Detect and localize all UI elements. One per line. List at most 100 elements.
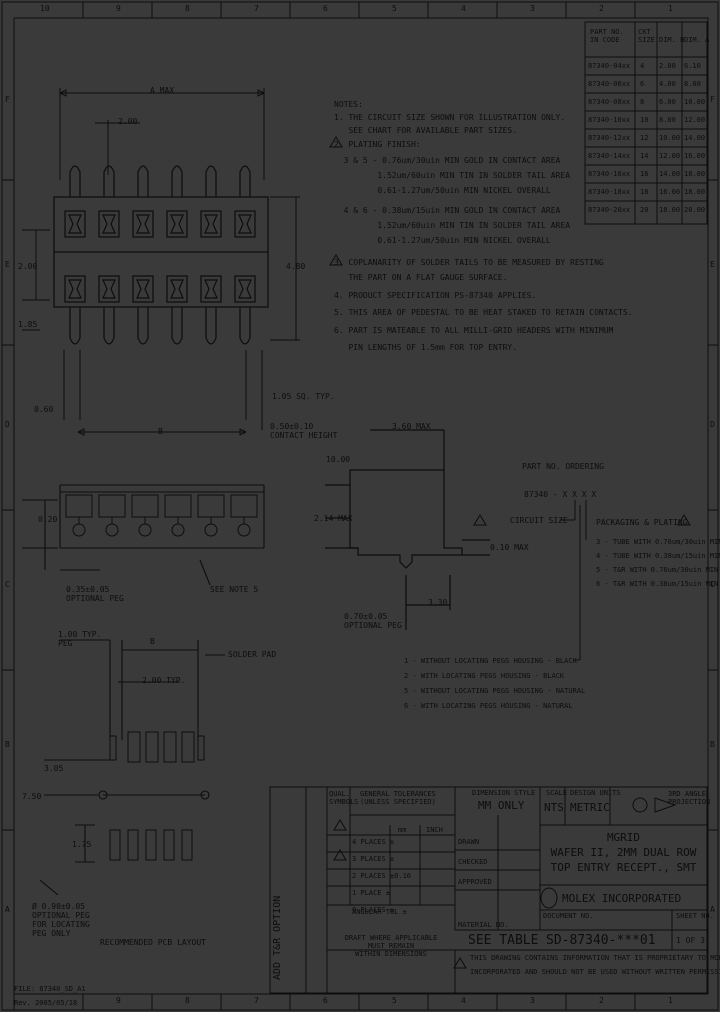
row-label: F [710, 95, 715, 104]
contact [68, 214, 82, 234]
row-label: A [710, 905, 715, 914]
solder-pad [145, 829, 157, 861]
contact [204, 214, 218, 234]
packaging-option: 6 - T&R WITH 0.38um/15uin MIN GOLD [596, 580, 720, 588]
contact-window [234, 210, 256, 238]
proprietary-line-2: INCORPORATED AND SHOULD NOT BE USED WITH… [470, 968, 720, 976]
qual-symbols: QUAL. SYMBOLS [329, 790, 359, 806]
solder-pad [145, 731, 159, 763]
table-cell: 12.00 [659, 152, 681, 160]
column-label: 7 [254, 4, 259, 13]
tolerance-row: 1 PLACE ± [352, 889, 390, 897]
approved-label: APPROVED [458, 878, 492, 886]
table-cell: 87340-12xx [588, 134, 631, 142]
revision-note: ADD T&R OPTION [272, 895, 283, 980]
column-label: 1 [668, 4, 673, 13]
table-cell: 20.00 [684, 206, 706, 214]
document-no-label: DOCUMENT NO. [543, 912, 594, 920]
row-label: D [710, 420, 715, 429]
row-label: B [710, 740, 715, 749]
contact [238, 214, 252, 234]
table-cell: 12.00 [684, 116, 706, 124]
note-line: THE PART ON A FLAT GAUGE SURFACE. [334, 273, 508, 282]
table-cell: 18.00 [659, 206, 681, 214]
row-label: C [5, 580, 10, 589]
housing-option: 1 - WITHOUT LOCATING PEGS HOUSING - BLAC… [404, 657, 577, 665]
table-cell: 20 [640, 206, 649, 214]
contact-cavity [131, 494, 159, 518]
table-cell: 87340-16xx [588, 170, 631, 178]
table-cell: 8 [640, 98, 645, 106]
note-line: PIN LENGTHS OF 1.5mm FOR TOP ENTRY. [334, 343, 518, 352]
row-label: E [5, 260, 10, 269]
table-cell: 8.00 [659, 116, 676, 124]
product-name: MGRID [606, 831, 641, 844]
note-line: 5. THIS AREA OF PEDESTAL TO BE HEAT STAK… [334, 308, 633, 317]
table-cell: 10.00 [684, 98, 706, 106]
row-label: A [5, 905, 10, 914]
checked-label: CHECKED [458, 858, 488, 866]
dim-label: 10.00 [326, 455, 351, 464]
table-cell: 87340-06xx [588, 80, 631, 88]
dim-label: 1.75 [72, 840, 92, 849]
pin-tail [103, 165, 115, 197]
solder-pad [181, 829, 193, 861]
note-line: 4. PRODUCT SPECIFICATION PS-87340 APPLIE… [334, 291, 537, 300]
dim-b: B [158, 427, 163, 436]
general-tolerances: GENERAL TOLERANCES (UNLESS SPECIFIED) [360, 790, 436, 806]
table-header: DIM. B [659, 36, 685, 44]
contact-window [132, 210, 154, 238]
contact [204, 279, 218, 299]
contact-window [200, 210, 222, 238]
note-line: 6. PART IS MATEABLE TO ALL MILLI-GRID HE… [334, 326, 614, 335]
table-cell: 14.00 [659, 170, 681, 178]
solder-pad [127, 829, 139, 861]
column-label: 4 [461, 996, 466, 1005]
revision-date: Rev. 2005/05/18 [14, 999, 78, 1007]
file-name: FILE: 87340_SD_A1 [14, 985, 86, 993]
scale: NTS [544, 801, 564, 814]
dimension-style-label: DIMENSION STYLE [472, 789, 536, 797]
packaging-option: 3 - TUBE WITH 0.76um/30uin MIN GOLD [596, 538, 720, 546]
solder-pad [109, 829, 121, 861]
design-units: METRIC [570, 801, 610, 814]
table-cell: 87340-08xx [588, 98, 631, 106]
solder-pad [197, 735, 205, 761]
column-label: 8 [185, 996, 190, 1005]
table-cell: 4 [640, 62, 645, 70]
contact [238, 279, 252, 299]
material-no: SEE TABLE [468, 933, 539, 948]
row-label: B [5, 740, 10, 749]
solder-pad [163, 731, 177, 763]
dim-label: 1.85 [18, 320, 38, 329]
dim-label: 4.80 [286, 262, 306, 271]
drafting-note: DRAFT WHERE APPLICABLE MUST REMAIN WITHI… [344, 934, 438, 958]
solder-ball [72, 523, 86, 537]
column-label: 2 [599, 996, 604, 1005]
note-ref: SEE NOTE 5 [210, 585, 259, 594]
table-cell: 18.00 [684, 188, 706, 196]
note-line: 0.61-1.27um/50uin MIN NICKEL OVERALL [334, 186, 551, 195]
tolerance-row: 2 PLACES ±0.10 [352, 872, 412, 880]
dim-label: 0.35±0.05 OPTIONAL PEG [66, 585, 124, 603]
pin-tail [171, 165, 183, 197]
pin-tail [103, 307, 115, 345]
table-cell: 6.00 [659, 98, 676, 106]
dimension-style: MM ONLY [478, 799, 525, 812]
contact [136, 214, 150, 234]
design-units-label: DESIGN UNITS [570, 789, 621, 797]
contact [68, 279, 82, 299]
contact-window [166, 210, 188, 238]
note-line: 4 & 6 - 0.38um/15uin MIN GOLD IN CONTACT… [334, 206, 561, 215]
contact-window [64, 210, 86, 238]
dim-b: B [150, 637, 155, 646]
pin-tail [69, 307, 81, 345]
circuit-size-label: CIRCUIT SIZE [510, 516, 568, 525]
row-label: D [5, 420, 10, 429]
contact-cavity [98, 494, 126, 518]
table-cell: 4.00 [659, 80, 676, 88]
note-line: NOTES: [334, 100, 363, 109]
packaging-option: 5 - T&R WITH 0.76um/30uin MIN GOLD [596, 566, 720, 574]
solder-pad [109, 735, 117, 761]
solder-pad [181, 731, 195, 763]
